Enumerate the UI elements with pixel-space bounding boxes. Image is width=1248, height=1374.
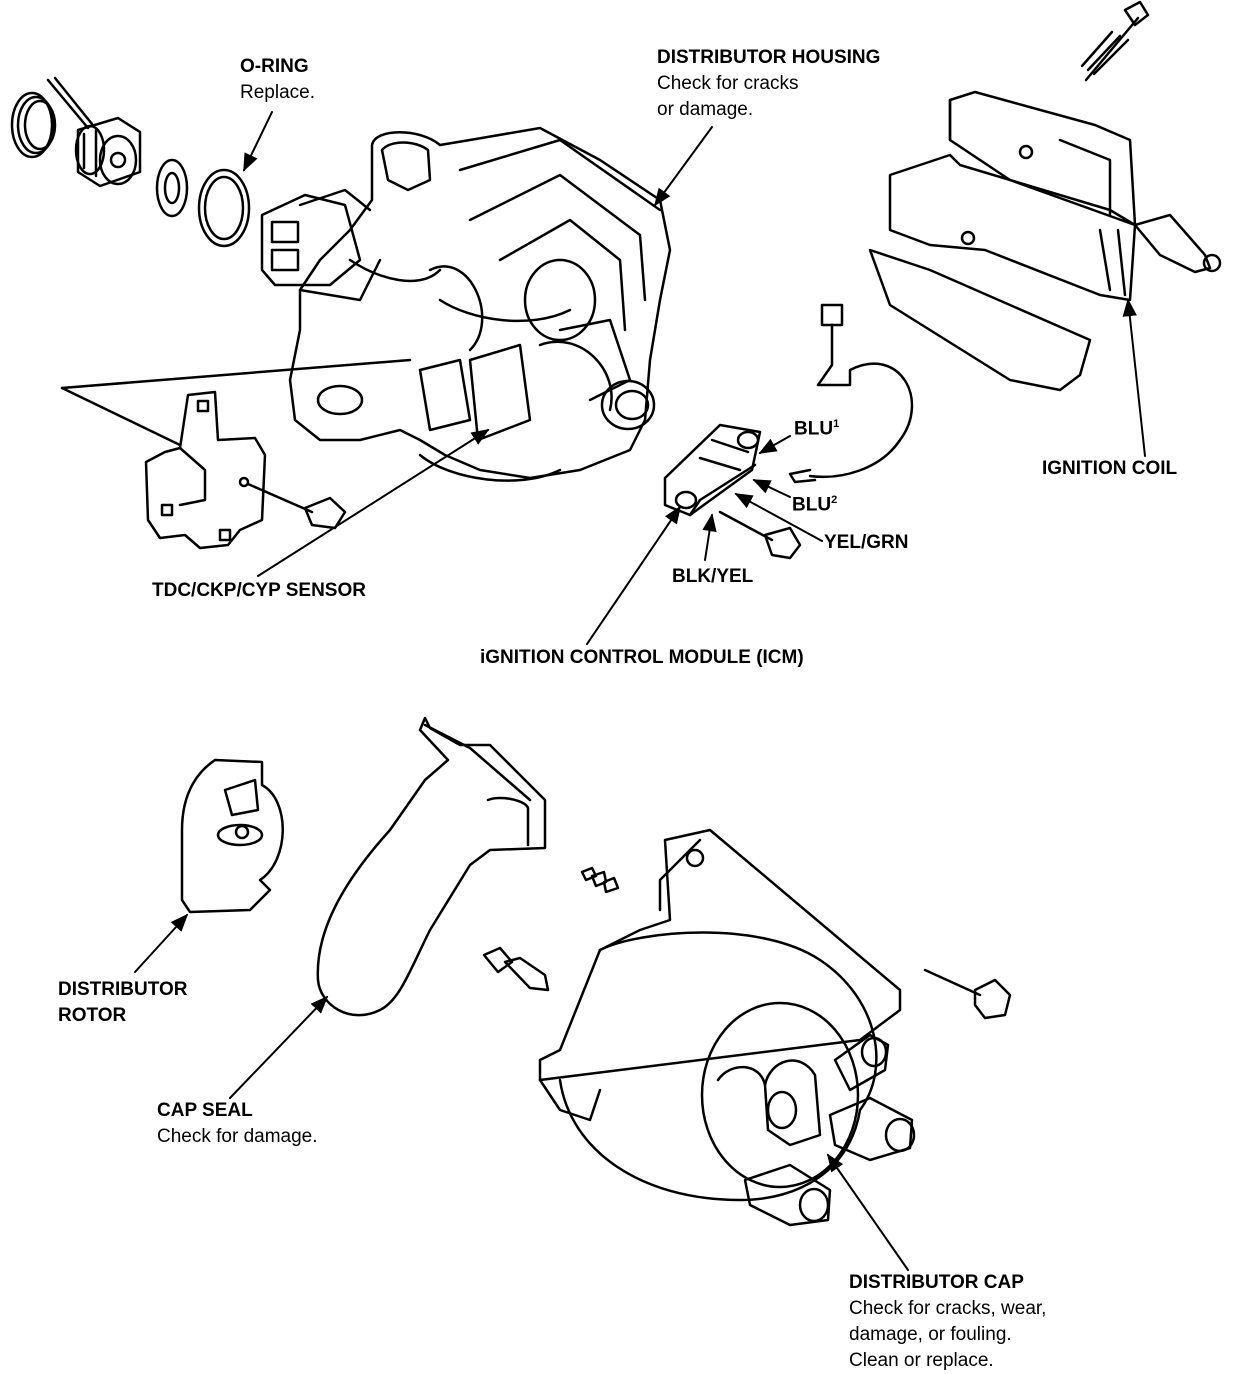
coil-bolt-part <box>1080 0 1150 82</box>
ignition-coil-label: IGNITION COIL <box>1042 456 1177 482</box>
sensor-bracket-part <box>144 390 267 550</box>
distributor-cap-note-2: damage, or fouling. <box>849 1324 1012 1345</box>
spring-part <box>580 866 620 894</box>
distributor-housing-note-2: or damage. <box>657 99 754 120</box>
washer-part <box>155 158 189 218</box>
tdc-sensor-title: TDC/CKP/CYP SENSOR <box>152 580 366 601</box>
distributor-housing-title: DISTRIBUTOR HOUSING <box>657 47 881 68</box>
carbon-brush-part <box>482 946 550 992</box>
wire-yel-grn-label: YEL/GRN <box>824 532 909 553</box>
wire-blk-yel-label: BLK/YEL <box>672 566 754 587</box>
o-ring-note: Replace. <box>240 82 315 103</box>
wire-blu1-sup: 1 <box>833 418 840 430</box>
cap-seal-title: CAP SEAL <box>157 1100 253 1121</box>
wire-blu1-text: BLU <box>794 418 834 440</box>
wire-blu1-label: BLU1 <box>794 418 839 440</box>
distributor-cap-label: DISTRIBUTOR CAP Check for cracks, wear, … <box>849 1270 1046 1374</box>
o-ring-title: O-RING <box>240 56 309 77</box>
distributor-housing-part <box>288 126 672 482</box>
distributor-cap-note-1: Check for cracks, wear, <box>849 1298 1047 1319</box>
tdc-sensor-label: TDC/CKP/CYP SENSOR <box>152 578 366 604</box>
icm-title: iGNITION CONTROL MODULE (ICM) <box>480 647 804 668</box>
sensor-screw-part <box>246 482 347 530</box>
leader-lines <box>134 111 1146 1271</box>
o-ring-part <box>197 168 251 248</box>
ignition-coil-title: IGNITION COIL <box>1042 458 1178 479</box>
shaft-seal-part <box>10 76 142 188</box>
distributor-housing-label: DISTRIBUTOR HOUSING Check for cracks or … <box>657 45 880 123</box>
rotor-part <box>180 758 284 914</box>
distributor-rotor-title-1: DISTRIBUTOR <box>58 979 188 1000</box>
distributor-cap-part <box>538 828 916 1227</box>
distributor-rotor-title-2: ROTOR <box>58 1005 127 1026</box>
icm-part <box>663 423 762 517</box>
distributor-housing-note-1: Check for cracks <box>657 73 799 94</box>
ignition-coil-part <box>868 90 1222 392</box>
wire-blu2-text: BLU <box>792 494 832 516</box>
ground-wire-part <box>788 303 914 484</box>
wire-blu2-sup: 2 <box>831 494 838 506</box>
cap-seal-part <box>316 716 547 1017</box>
distributor-rotor-label: DISTRIBUTOR ROTOR <box>58 977 187 1029</box>
icm-screw-part <box>718 510 802 560</box>
wire-blu2-label: BLU2 <box>792 494 837 516</box>
distributor-cap-note-3: Clean or replace. <box>849 1350 994 1371</box>
cap-screw-part <box>923 968 1012 1020</box>
housing-connector-part <box>260 188 442 287</box>
distributor-cap-title: DISTRIBUTOR CAP <box>849 1272 1024 1293</box>
cap-seal-note: Check for damage. <box>157 1126 318 1147</box>
icm-label: iGNITION CONTROL MODULE (ICM) <box>480 645 804 671</box>
o-ring-label: O-RING Replace. <box>240 54 315 106</box>
cap-seal-label: CAP SEAL Check for damage. <box>157 1098 318 1150</box>
